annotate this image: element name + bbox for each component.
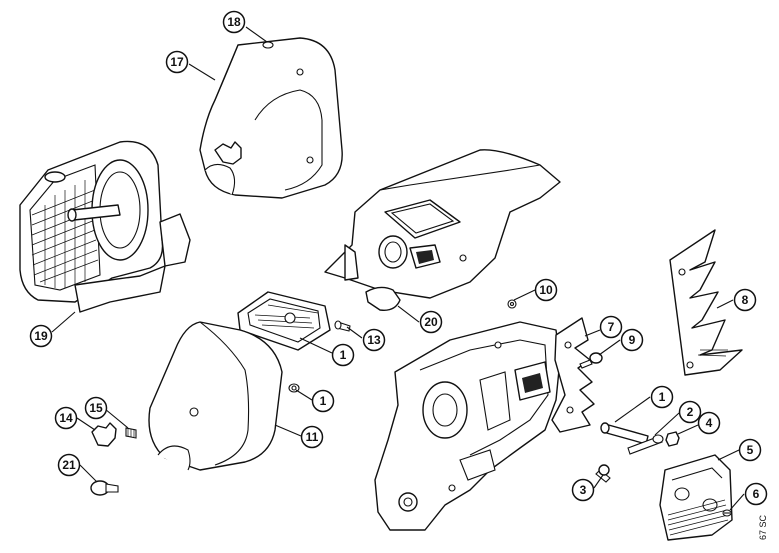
part-14-knob — [91, 422, 117, 447]
part-4-nut — [665, 431, 680, 447]
callout-9: 9 — [620, 328, 644, 352]
callout-2: 2 — [678, 400, 702, 424]
callout-1-stud: 1 — [650, 385, 674, 409]
callout-3-label: 3 — [580, 483, 587, 497]
callout-15: 15 — [84, 396, 108, 420]
callout-14-label: 14 — [59, 411, 73, 425]
callout-19-label: 19 — [34, 329, 48, 343]
part-3-screw — [595, 464, 611, 483]
part-8-bumper-spike-large — [669, 229, 743, 376]
callout-13: 13 — [362, 328, 386, 352]
callout-21: 21 — [57, 453, 81, 477]
callout-10: 10 — [534, 278, 558, 302]
callout-18: 18 — [222, 10, 246, 34]
part-21-bolt — [90, 480, 119, 496]
crankcase — [374, 321, 561, 531]
callout-6-label: 6 — [753, 487, 760, 501]
callout-17: 17 — [165, 50, 189, 74]
callout-9-label: 9 — [629, 333, 636, 347]
callout-13-label: 13 — [367, 333, 381, 347]
part-1-stud — [600, 422, 649, 445]
reference-code: 67 SC — [758, 514, 768, 540]
callout-7: 7 — [599, 315, 623, 339]
part-13-screw — [334, 320, 351, 332]
callout-5-label: 5 — [747, 443, 754, 457]
callout-5: 5 — [738, 438, 762, 462]
callout-8-label: 8 — [742, 293, 749, 307]
callout-20-label: 20 — [424, 315, 438, 329]
part-11-lower-shroud — [148, 321, 283, 471]
callout-17-label: 17 — [170, 55, 184, 69]
part-19-fan-housing — [19, 140, 191, 313]
callout-1-ring-label: 1 — [320, 394, 327, 408]
callout-14: 14 — [54, 406, 78, 430]
callout-4-label: 4 — [706, 416, 713, 430]
callout-1-ring: 1 — [311, 389, 335, 413]
callout-4: 4 — [697, 411, 721, 435]
part-17-cylinder-shroud — [199, 37, 343, 199]
part-7-bumper-spike — [551, 317, 595, 433]
callout-1-plate-label: 1 — [340, 348, 347, 362]
callout-15-label: 15 — [89, 401, 103, 415]
callout-3: 3 — [571, 478, 595, 502]
callout-19: 19 — [29, 324, 53, 348]
callout-18-label: 18 — [227, 15, 241, 29]
callout-11: 11 — [300, 425, 324, 449]
callout-1-plate: 1 — [331, 343, 355, 367]
callout-8: 8 — [733, 288, 757, 312]
part-5-side-plate — [659, 454, 733, 541]
callout-20: 20 — [419, 310, 443, 334]
callouts: 18 17 19 20 10 13 1 1 — [29, 10, 768, 506]
part-9-screw — [579, 352, 603, 369]
callout-21-label: 21 — [62, 458, 76, 472]
callout-6: 6 — [744, 482, 768, 506]
leader-lines — [51, 26, 745, 511]
callout-11-label: 11 — [306, 430, 319, 444]
part-10-nut — [507, 299, 517, 309]
callout-1-stud-label: 1 — [659, 390, 666, 404]
part-20-top-cover — [324, 149, 561, 311]
part-15-spring — [125, 427, 137, 439]
part-6-screw — [722, 509, 732, 517]
callout-7-label: 7 — [608, 320, 615, 334]
callout-2-label: 2 — [687, 405, 694, 419]
part-2-sleeve — [627, 434, 664, 455]
callout-10-label: 10 — [539, 283, 553, 297]
